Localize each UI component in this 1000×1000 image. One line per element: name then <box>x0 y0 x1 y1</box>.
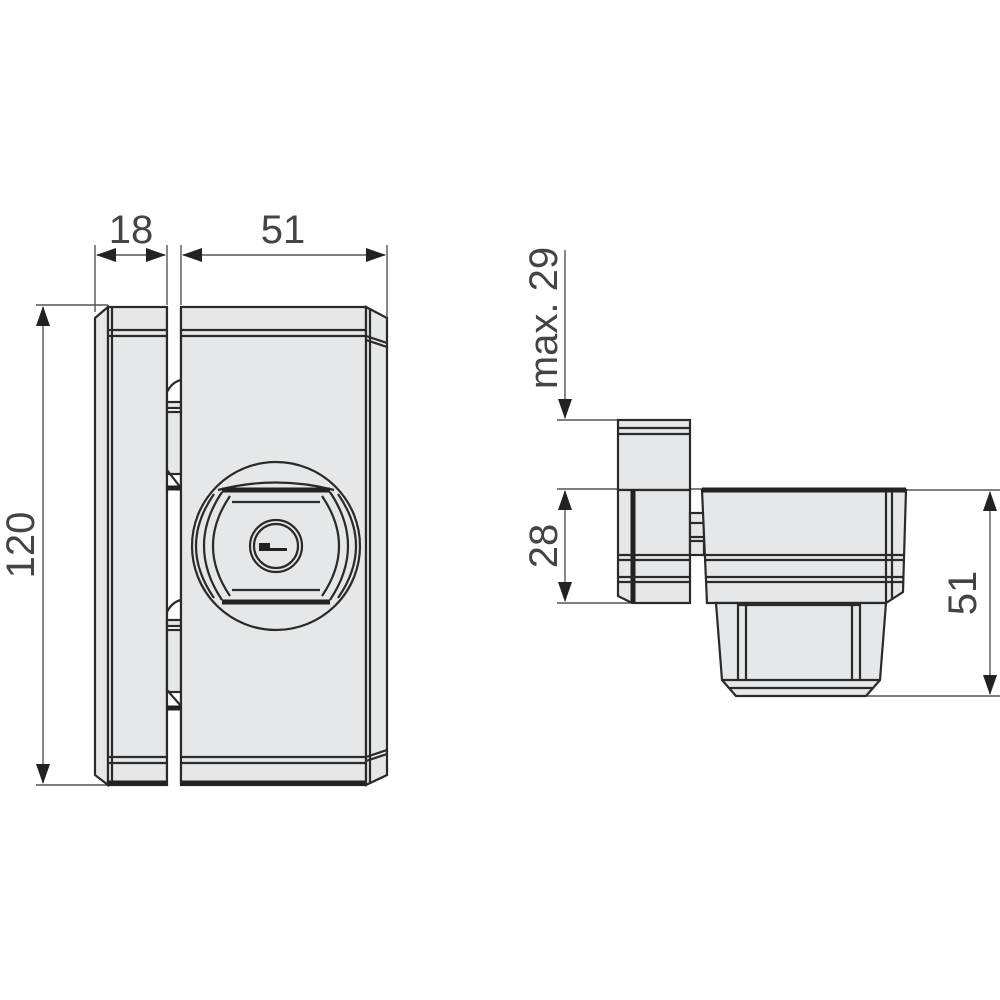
dimension-label-height: 120 <box>0 512 43 579</box>
key-cylinder-icon <box>248 518 304 574</box>
dimension-label-depth-left: 28 <box>522 524 566 569</box>
dimension-120: 120 <box>0 304 108 786</box>
dimension-28: 28 <box>522 488 705 604</box>
dimension-label-width-right: 51 <box>261 208 306 252</box>
lock-body-side <box>700 487 908 698</box>
dimension-label-gap-max: max. 29 <box>522 247 566 389</box>
connector-bolt <box>688 511 706 557</box>
left-block-side <box>616 418 692 605</box>
lock-knob <box>190 460 362 632</box>
dimension-max-29: max. 29 <box>522 247 620 421</box>
dimension-51-front: 51 <box>180 208 388 318</box>
dimension-18: 18 <box>94 208 168 312</box>
center-gap <box>165 307 183 785</box>
side-view: max. 29 28 51 <box>522 247 1000 698</box>
dimension-51-side: 51 <box>865 489 1000 697</box>
dimension-label-depth-right: 51 <box>941 571 985 616</box>
dimension-label-width-left: 18 <box>109 208 154 252</box>
front-view: 18 51 120 <box>0 208 389 788</box>
left-strike-plate <box>93 304 169 788</box>
